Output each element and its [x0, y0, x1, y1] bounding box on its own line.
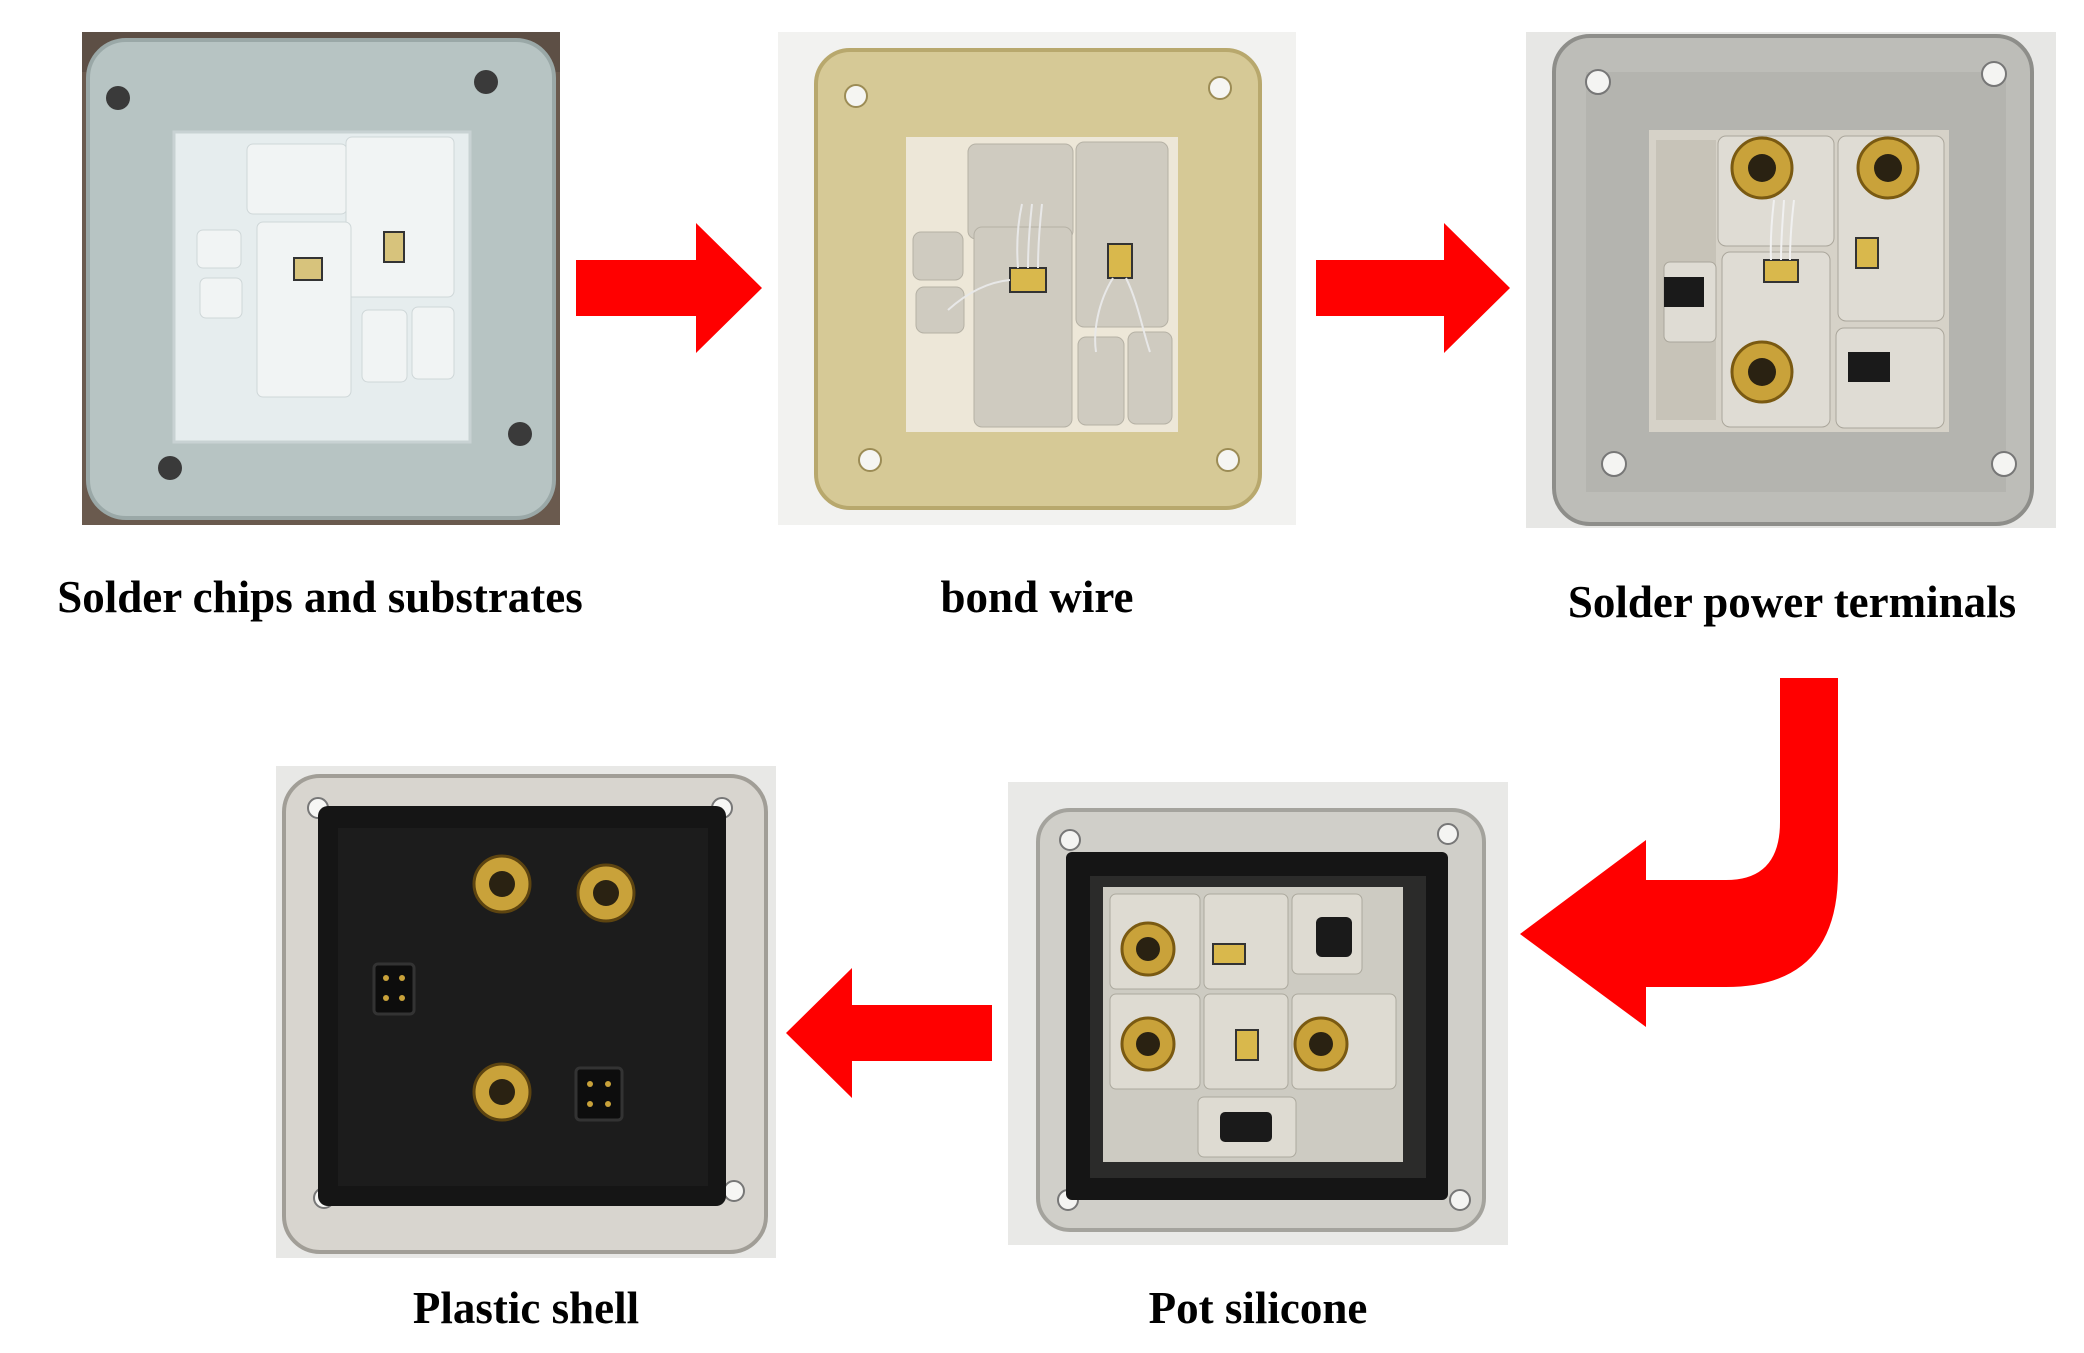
brass-terminal-1	[1730, 136, 1794, 200]
photo-pot-silicone-image	[1008, 782, 1508, 1245]
brass-terminal-2	[1856, 136, 1920, 200]
curved-arrow-icon	[1516, 672, 1856, 1092]
caption-plastic-shell: Plastic shell	[412, 1283, 640, 1333]
brass-terminal-3	[1730, 340, 1794, 404]
photo-plastic-shell-image	[276, 766, 776, 1258]
left-arrow-icon	[786, 968, 992, 1098]
caption-bond-wire: bond wire	[940, 572, 1134, 622]
right-arrow-icon	[576, 223, 762, 353]
photo-pot-silicone	[1008, 782, 1508, 1245]
photo-bond-wire	[778, 32, 1296, 525]
right-arrow-icon	[1316, 223, 1510, 353]
caption-solder-power-terminals: Solder power terminals	[1567, 577, 2017, 627]
photo-solder-power-terminals-image	[1526, 32, 2056, 528]
photo-bond-wire-image	[778, 32, 1296, 525]
photo-solder-power-terminals	[1526, 32, 2056, 528]
caption-pot-silicone: Pot silicone	[1148, 1283, 1368, 1333]
photo-solder-chips-image	[82, 32, 560, 525]
photo-solder-chips	[82, 32, 560, 525]
caption-solder-chips: Solder chips and substrates	[57, 572, 583, 622]
photo-plastic-shell	[276, 766, 776, 1258]
